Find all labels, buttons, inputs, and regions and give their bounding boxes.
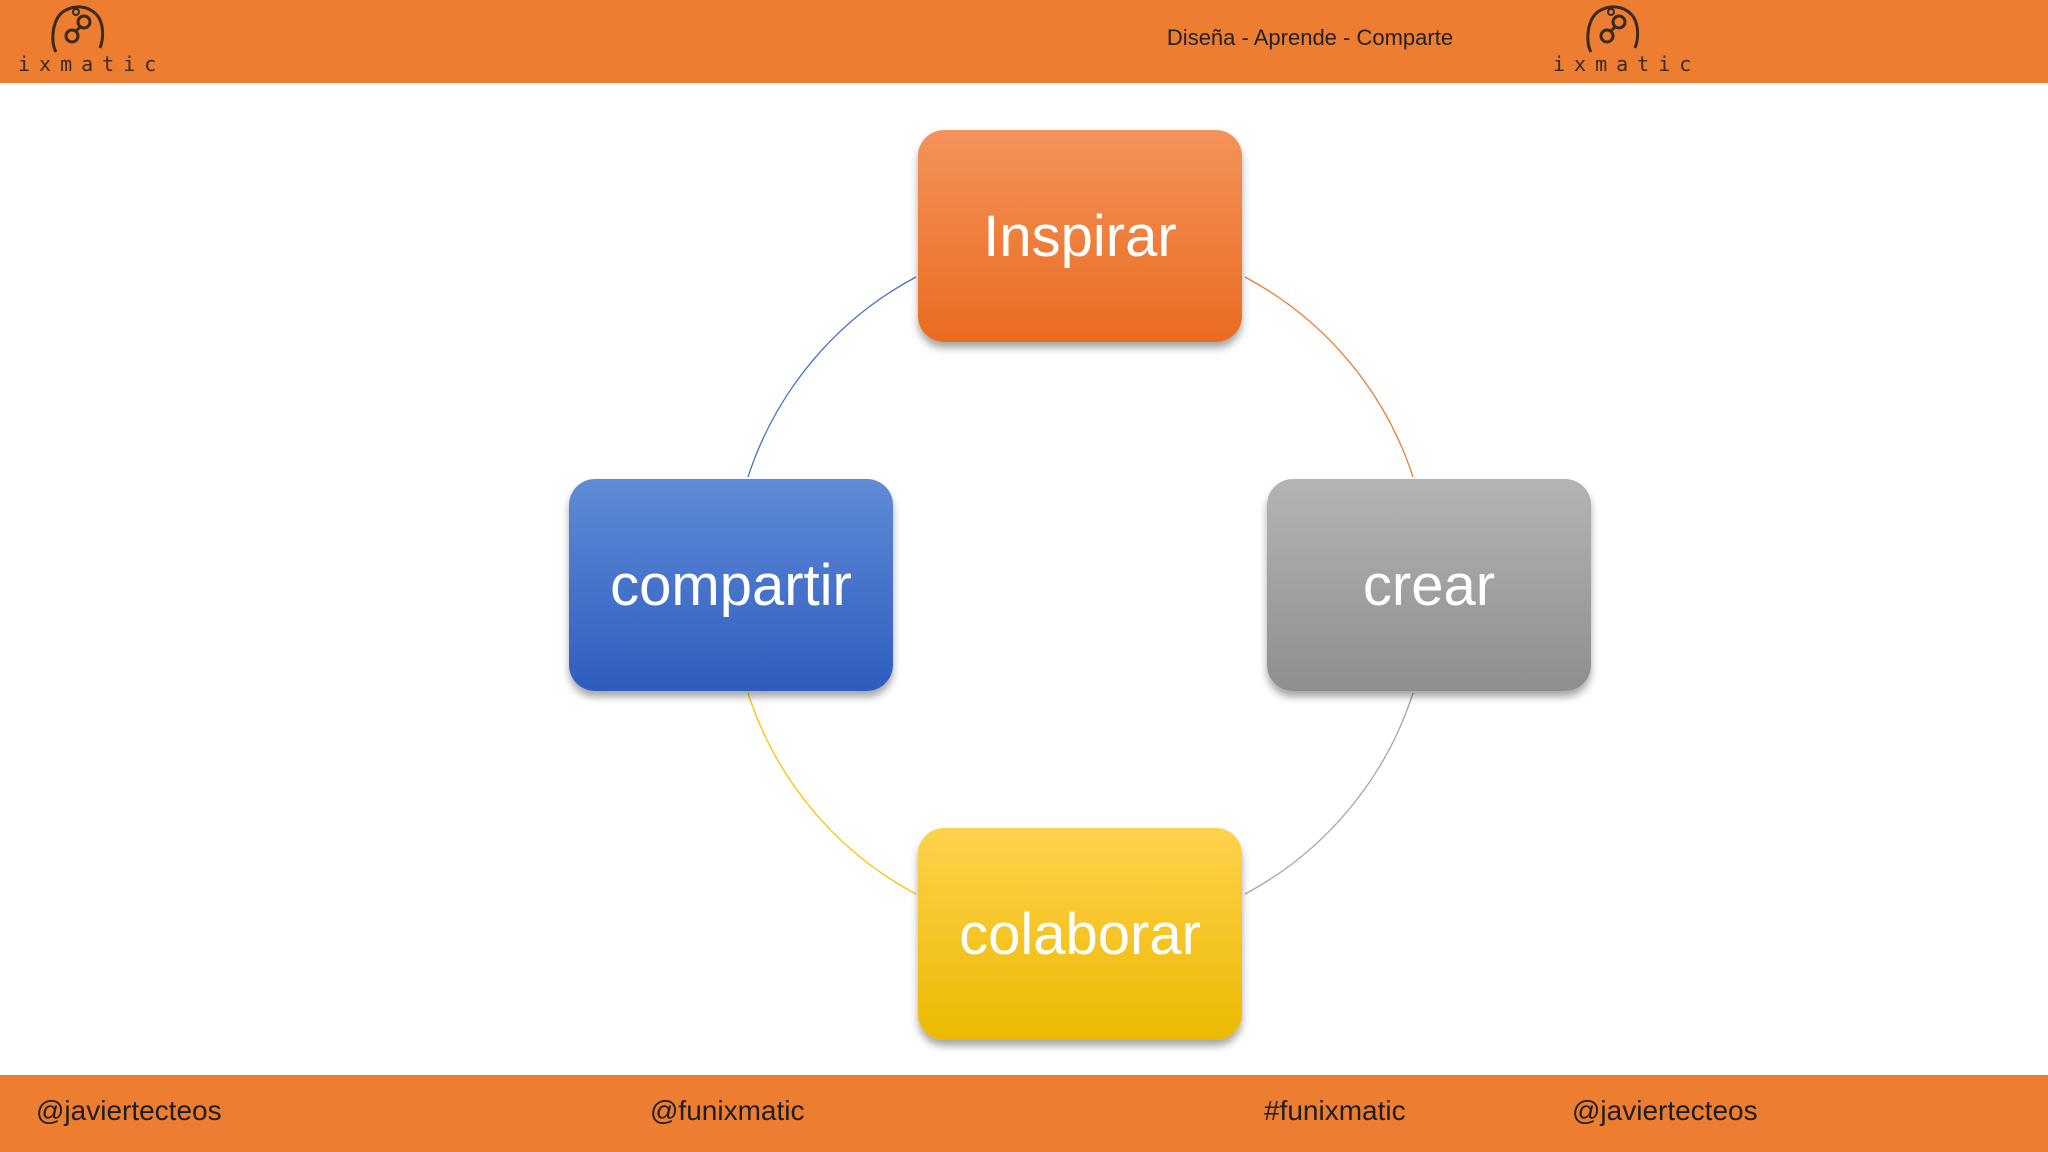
logo-text: ixmatic <box>1553 52 1701 76</box>
connector-colaborar-compartir <box>747 692 917 895</box>
ixmatic-logo: ixmatic <box>18 2 166 78</box>
tagline: Diseña - Aprende - Comparte <box>1166 25 1454 50</box>
footer-handle-funixmatic: @funixmatic <box>650 1095 805 1126</box>
cycle-step-label: colaborar <box>959 901 1201 967</box>
connector-compartir-inspirar <box>747 276 917 478</box>
connector-crear-colaborar <box>1244 692 1414 895</box>
cycle-step-crear: crear <box>1267 479 1591 691</box>
cycle-step-inspirar: Inspirar <box>918 130 1242 342</box>
ixmatic-logo-icon <box>1586 5 1640 53</box>
cycle-step-label: compartir <box>610 552 852 618</box>
logo-text: ixmatic <box>18 52 166 76</box>
footer-handle-javiertecteos: @javiertecteos <box>1572 1095 1758 1126</box>
connector-inspirar-crear <box>1244 276 1414 478</box>
cycle-step-label: crear <box>1362 552 1496 618</box>
footer-handle-javiertecteos: @javiertecteos <box>36 1095 222 1126</box>
header-bar: ixmatic Diseña - Aprende - Comparte ixma… <box>0 0 2048 83</box>
cycle-step-colaborar: colaborar <box>918 828 1242 1040</box>
ixmatic-logo: ixmatic <box>1553 2 1701 78</box>
cycle-step-label: Inspirar <box>983 203 1177 269</box>
footer-hashtag-funixmatic: #funixmatic <box>1264 1095 1406 1126</box>
footer-bar: @javiertecteos @funixmatic #funixmatic @… <box>0 1075 2048 1152</box>
cycle-step-compartir: compartir <box>569 479 893 691</box>
ixmatic-logo-icon <box>51 5 105 53</box>
